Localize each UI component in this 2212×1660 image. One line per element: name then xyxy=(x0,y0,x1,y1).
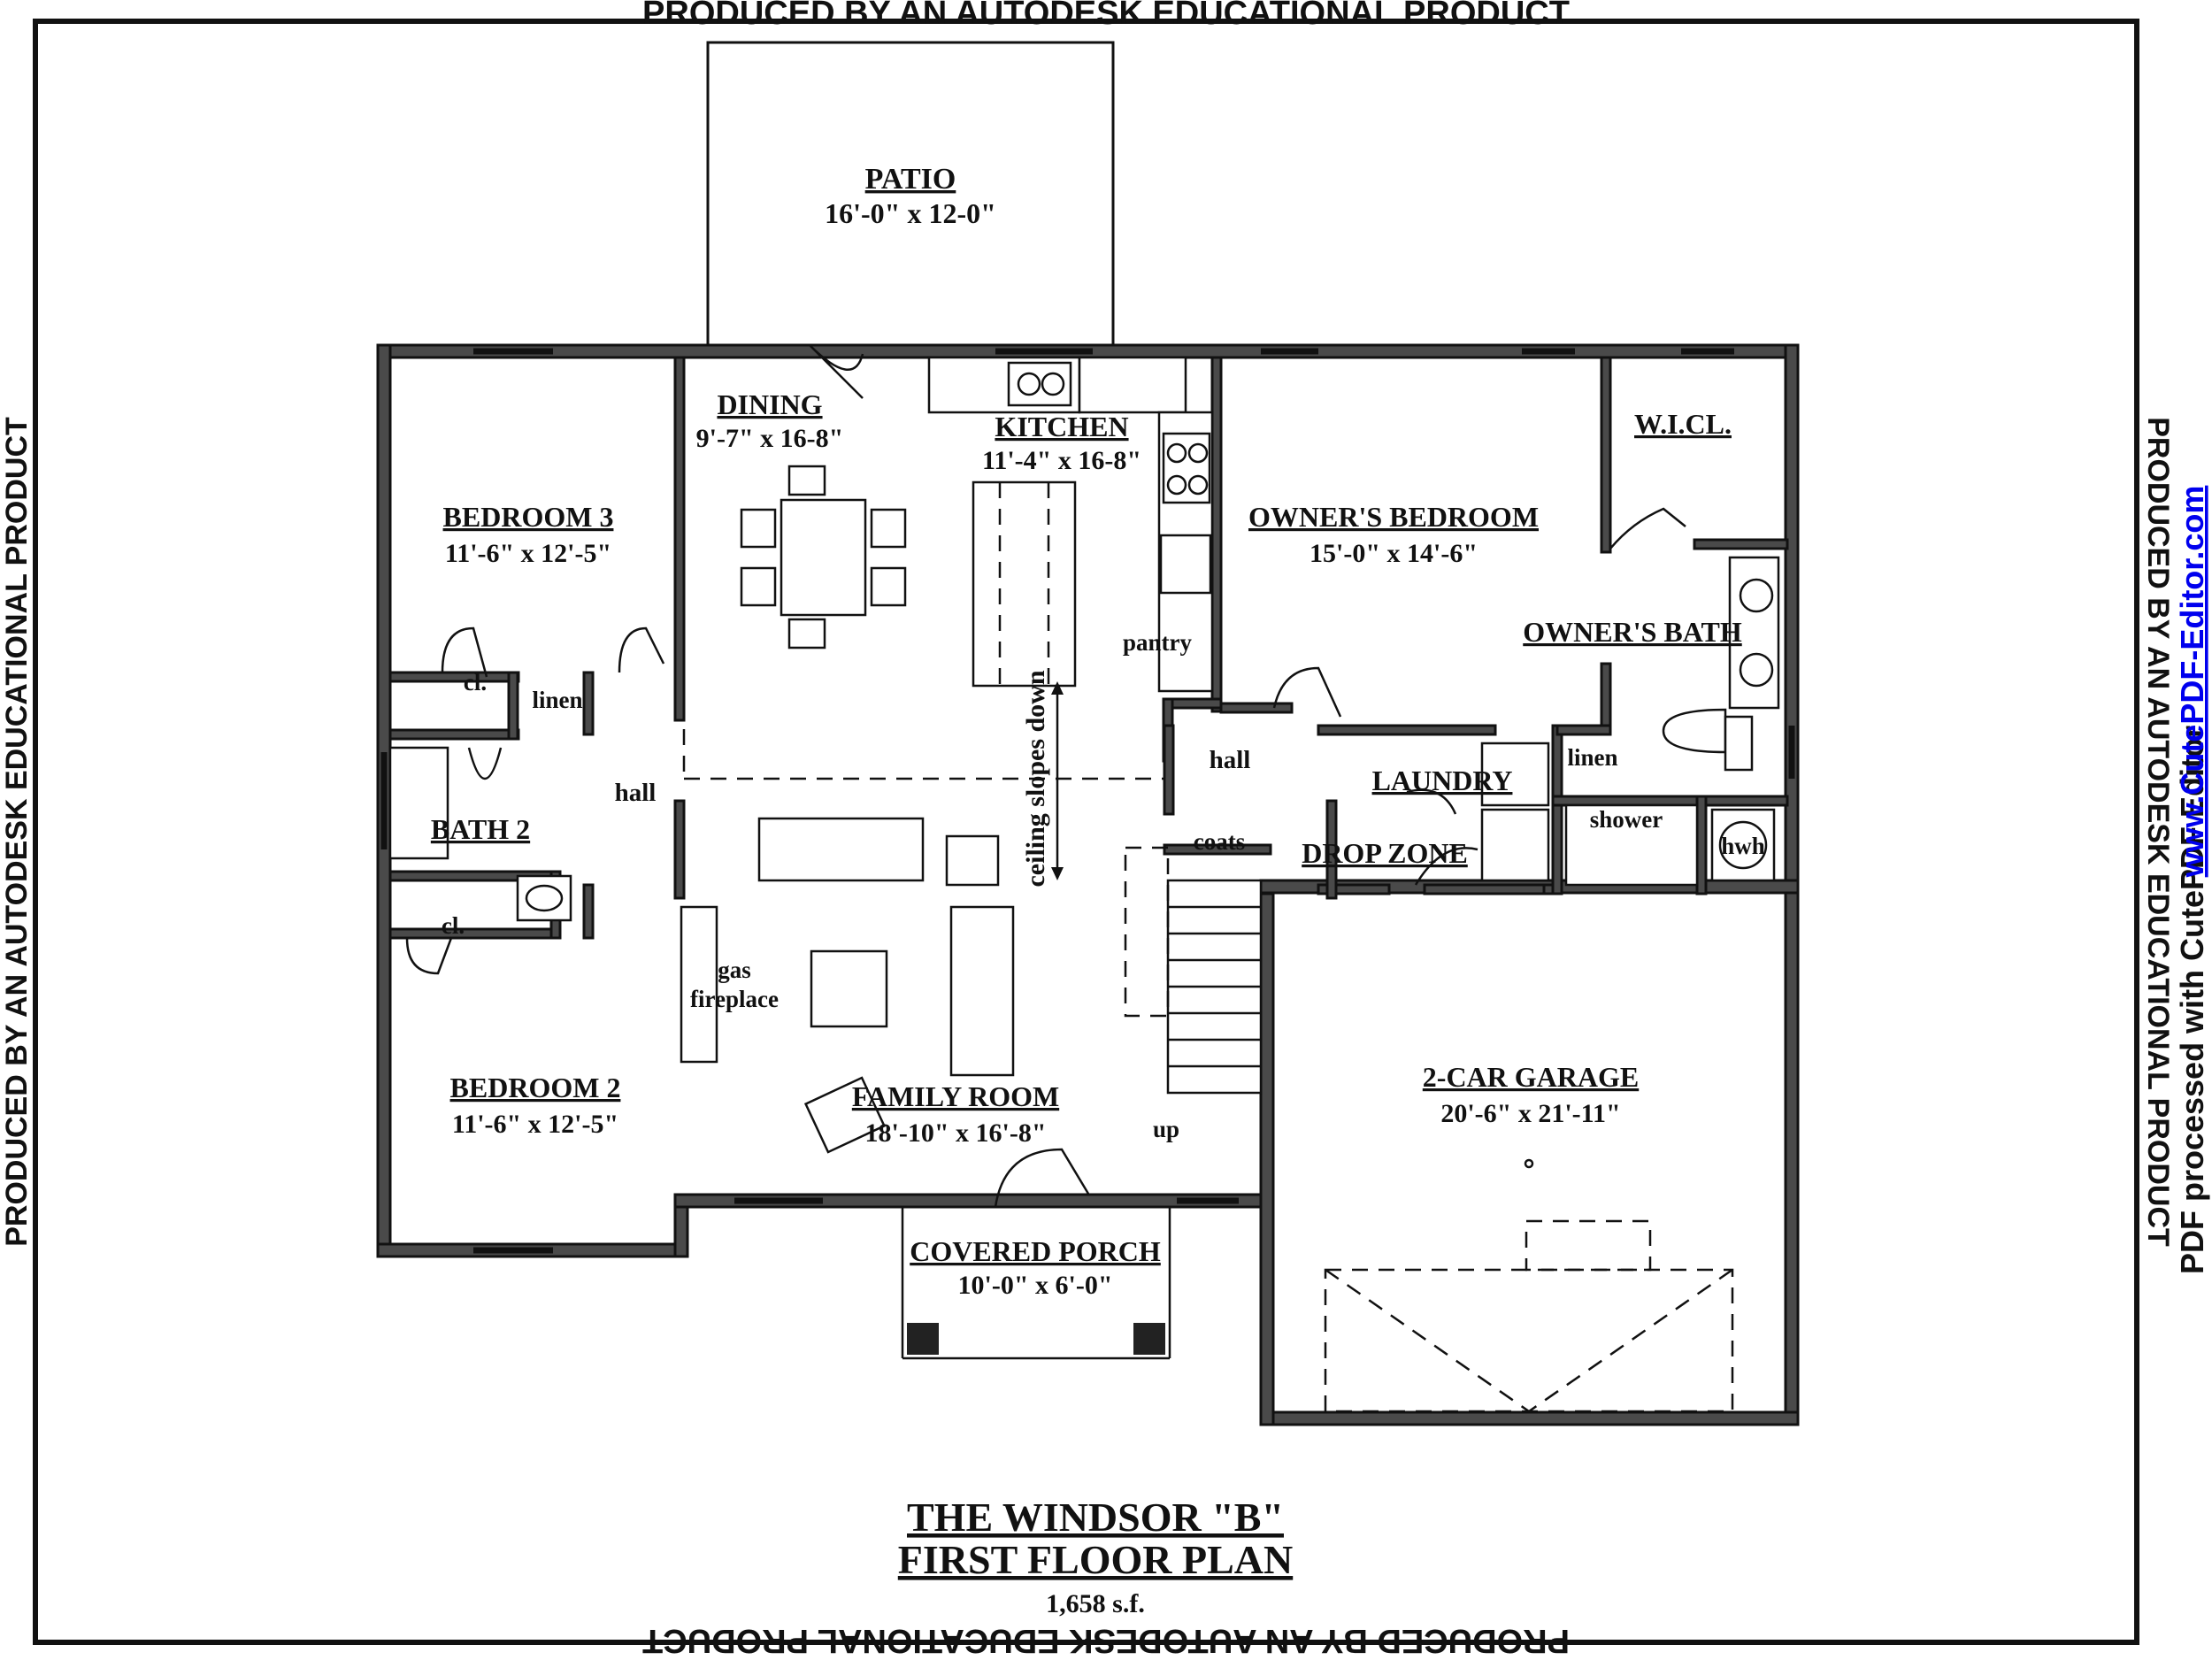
plan-area: 1,658 s.f. xyxy=(1046,1589,1145,1618)
owners-bath-fixtures xyxy=(1564,556,1780,887)
pantry-label: pantry xyxy=(1123,629,1193,656)
shower-label: shower xyxy=(1590,806,1663,833)
closet-1-label: cl. xyxy=(464,669,487,696)
stairs-up-label: up xyxy=(1153,1116,1179,1142)
patio-size: 16'-0" x 12-0" xyxy=(825,197,996,229)
watermark-left: PRODUCED BY AN AUTODESK EDUCATIONAL PROD… xyxy=(0,417,34,1247)
closet-2-label: cl. xyxy=(442,912,465,939)
dining-size: 9'-7" x 16-8" xyxy=(696,424,844,453)
dining-table xyxy=(740,465,907,649)
kitchen-fixtures xyxy=(927,356,1214,693)
owners-bath-label: OWNER'S BATH xyxy=(1523,616,1742,648)
owners-bedroom-size: 15'-0" x 14'-6" xyxy=(1310,539,1478,568)
stairs xyxy=(1124,846,1263,1095)
fireplace-label-line2: fireplace xyxy=(690,986,779,1012)
kitchen-label: KITCHEN xyxy=(995,411,1128,442)
plan-title: THE WINDSOR "B" xyxy=(907,1495,1284,1540)
hall-1-label: hall xyxy=(615,779,657,807)
interior-walls xyxy=(388,356,1789,940)
family-room-label: FAMILY ROOM xyxy=(852,1080,1059,1112)
kitchen-size: 11'-4" x 16-8" xyxy=(982,446,1141,475)
patio-label: PATIO xyxy=(865,163,956,196)
covered-porch-label: COVERED PORCH xyxy=(910,1235,1161,1267)
drop-zone-label: DROP ZONE xyxy=(1302,837,1468,869)
family-room-size: 18'-10" x 16'-8" xyxy=(865,1118,1047,1148)
covered-porch-size: 10'-0" x 6'-0" xyxy=(958,1271,1113,1300)
watermark-top: PRODUCED BY AN AUTODESK EDUCATIONAL PROD… xyxy=(642,0,1570,32)
plan-subtitle: FIRST FLOOR PLAN xyxy=(898,1537,1293,1582)
bedroom-3-size: 11'-6" x 12'-5" xyxy=(445,539,611,568)
sheet-border xyxy=(33,19,2139,1645)
hall-2-label: hall xyxy=(1210,746,1251,774)
coats-label: coats xyxy=(1194,828,1245,855)
fireplace-label-line1: gas xyxy=(718,957,751,983)
dining-label: DINING xyxy=(717,388,822,420)
laundry-label: LAUNDRY xyxy=(1372,765,1513,796)
garage-details xyxy=(1324,1158,1734,1413)
watermark-bottom: PRODUCED BY AN AUTODESK EDUCATIONAL PROD… xyxy=(642,1622,1570,1659)
laundry-appliances xyxy=(1480,742,1550,882)
linen-2-label: linen xyxy=(1567,744,1617,771)
door-swings xyxy=(405,344,1686,1208)
garage-label: 2-CAR GARAGE xyxy=(1423,1061,1639,1093)
pdf-processed-note: PDF processed with CutePDF Editor xyxy=(2174,726,2210,1274)
windows xyxy=(380,348,1795,1254)
watermark-right: PRODUCED BY AN AUTODESK EDUCATIONAL PROD… xyxy=(2141,417,2175,1247)
garage-size: 20'-6" x 21'-11" xyxy=(1440,1099,1620,1128)
linen-1-label: linen xyxy=(532,687,582,713)
family-room-furniture xyxy=(680,817,1015,1154)
bath-2-label: BATH 2 xyxy=(431,813,530,845)
bath-2-fixtures xyxy=(388,746,572,922)
patio-outline xyxy=(706,41,1115,347)
ceiling-slopes-note: ceiling slopes down xyxy=(1021,670,1050,887)
ceiling-slope-arrow xyxy=(1051,681,1064,880)
bedroom-2-size: 11'-6" x 12'-5" xyxy=(452,1110,618,1139)
covered-porch xyxy=(901,1207,1171,1360)
bedroom-2-label: BEDROOM 2 xyxy=(450,1072,621,1103)
bedroom-3-label: BEDROOM 3 xyxy=(443,501,614,533)
walk-in-closet-label: W.I.CL. xyxy=(1634,408,1732,440)
water-heater-label: hwh xyxy=(1721,833,1765,859)
pdf-editor-link[interactable]: www.CutePDF-Editor.com xyxy=(2174,486,2210,879)
owners-bedroom-label: OWNER'S BEDROOM xyxy=(1248,501,1539,533)
